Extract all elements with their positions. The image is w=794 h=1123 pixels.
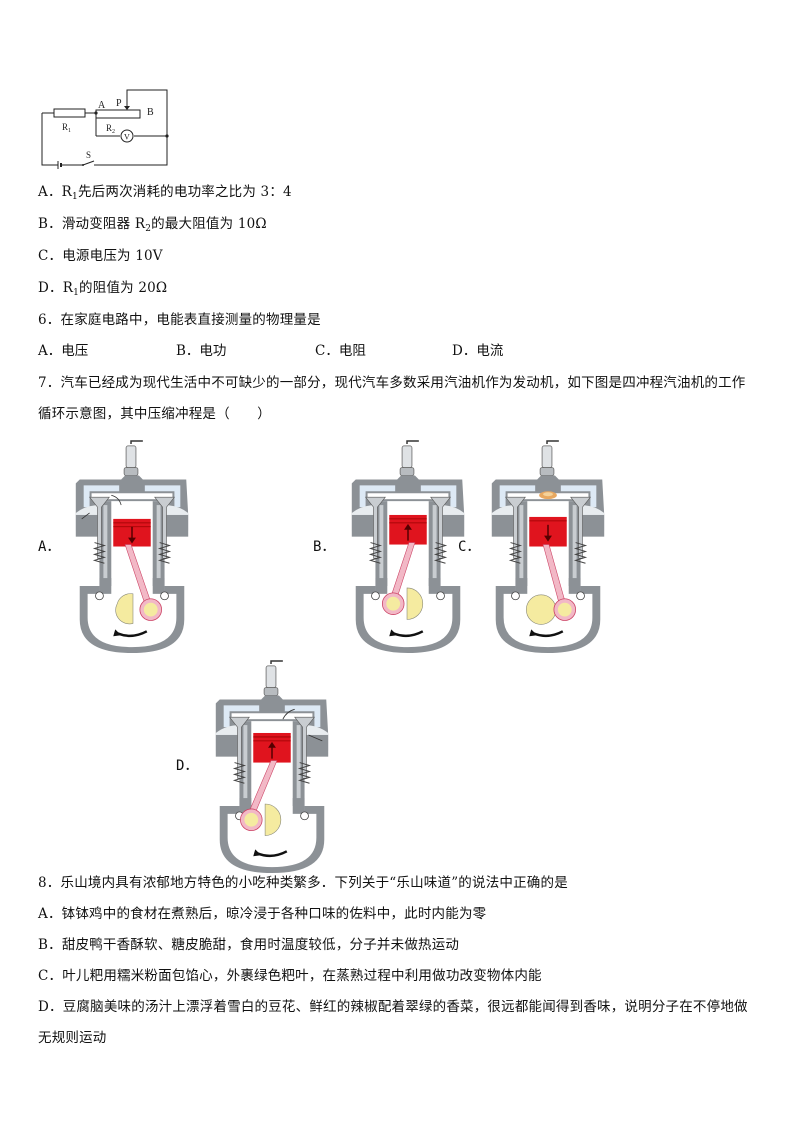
q7-stem-line1: 7．汽车已经成为现代生活中不可缺少的一部分，现代汽车多数采用汽油机作为发动机，如… bbox=[38, 375, 746, 391]
engine-a-diagram[interactable] bbox=[62, 440, 202, 655]
q8-option-d-line1: D．豆腐脑美味的汤汁上漂浮着雪白的豆花、鲜红的辣椒配着翠绿的香菜，很远都能闻得到… bbox=[38, 999, 748, 1015]
q8-option-a: A．钵钵鸡中的食材在煮熟后，晾冷浸于各种口味的佐料中，此时内能为零 bbox=[38, 906, 487, 922]
label-P: P bbox=[116, 98, 122, 109]
q8-stem: 8．乐山境内具有浓郁地方特色的小吃种类繁多．下列关于“乐山味道”的说法中正确的是 bbox=[38, 875, 568, 891]
intake-arrow-icon bbox=[81, 512, 90, 520]
q5-option-c: C．电源电压为 10V bbox=[38, 248, 163, 264]
q7-stem-line2: 循环示意图，其中压缩冲程是（ ） bbox=[38, 406, 271, 422]
q5-option-a: A．R1先后两次消耗的电功率之比为 3：4 bbox=[38, 184, 292, 202]
label-S: S bbox=[86, 150, 91, 160]
label-B: B bbox=[147, 107, 154, 118]
q6-option-c: C．电阻 bbox=[315, 343, 366, 359]
q8-option-d-line2: 无规则运动 bbox=[38, 1030, 107, 1046]
voltmeter-label: V bbox=[124, 133, 130, 142]
engine-d-diagram[interactable] bbox=[202, 660, 342, 875]
q8-option-c: C．叶儿粑用糯米粉面包馅心，外裹绿色粑叶，在蒸熟过程中利用做功改变物体内能 bbox=[38, 968, 542, 984]
circuit-diagram: A P B R1 R2 V S bbox=[41, 89, 169, 169]
q8-option-b: B．甜皮鸭干香酥软、糖皮脆甜，食用时温度较低，分子并未做热运动 bbox=[38, 937, 460, 953]
label-R1: R1 bbox=[62, 122, 71, 134]
engine-b-diagram[interactable] bbox=[338, 440, 478, 655]
q6-option-d: D．电流 bbox=[452, 343, 504, 359]
spark-flame-icon bbox=[539, 491, 557, 500]
q5-option-d: D．R1的阻值为 20Ω bbox=[38, 280, 168, 298]
q6-stem: 6．在家庭电路中，电能表直接测量的物理量是 bbox=[38, 312, 321, 328]
q5-option-b: B．滑动变阻器 R2的最大阻值为 10Ω bbox=[38, 216, 267, 234]
exhaust-arrow-icon bbox=[308, 734, 323, 742]
label-A: A bbox=[98, 100, 106, 111]
q6-option-b: B．电功 bbox=[176, 343, 227, 359]
engine-c-diagram[interactable] bbox=[478, 440, 618, 655]
engine-a-label: A． bbox=[38, 539, 61, 555]
engine-d-label: D． bbox=[176, 758, 199, 774]
q6-option-a: A．电压 bbox=[38, 343, 89, 359]
label-R2: R2 bbox=[106, 123, 115, 135]
engine-c-label: C． bbox=[458, 539, 481, 555]
engine-b-label: B． bbox=[313, 539, 336, 555]
